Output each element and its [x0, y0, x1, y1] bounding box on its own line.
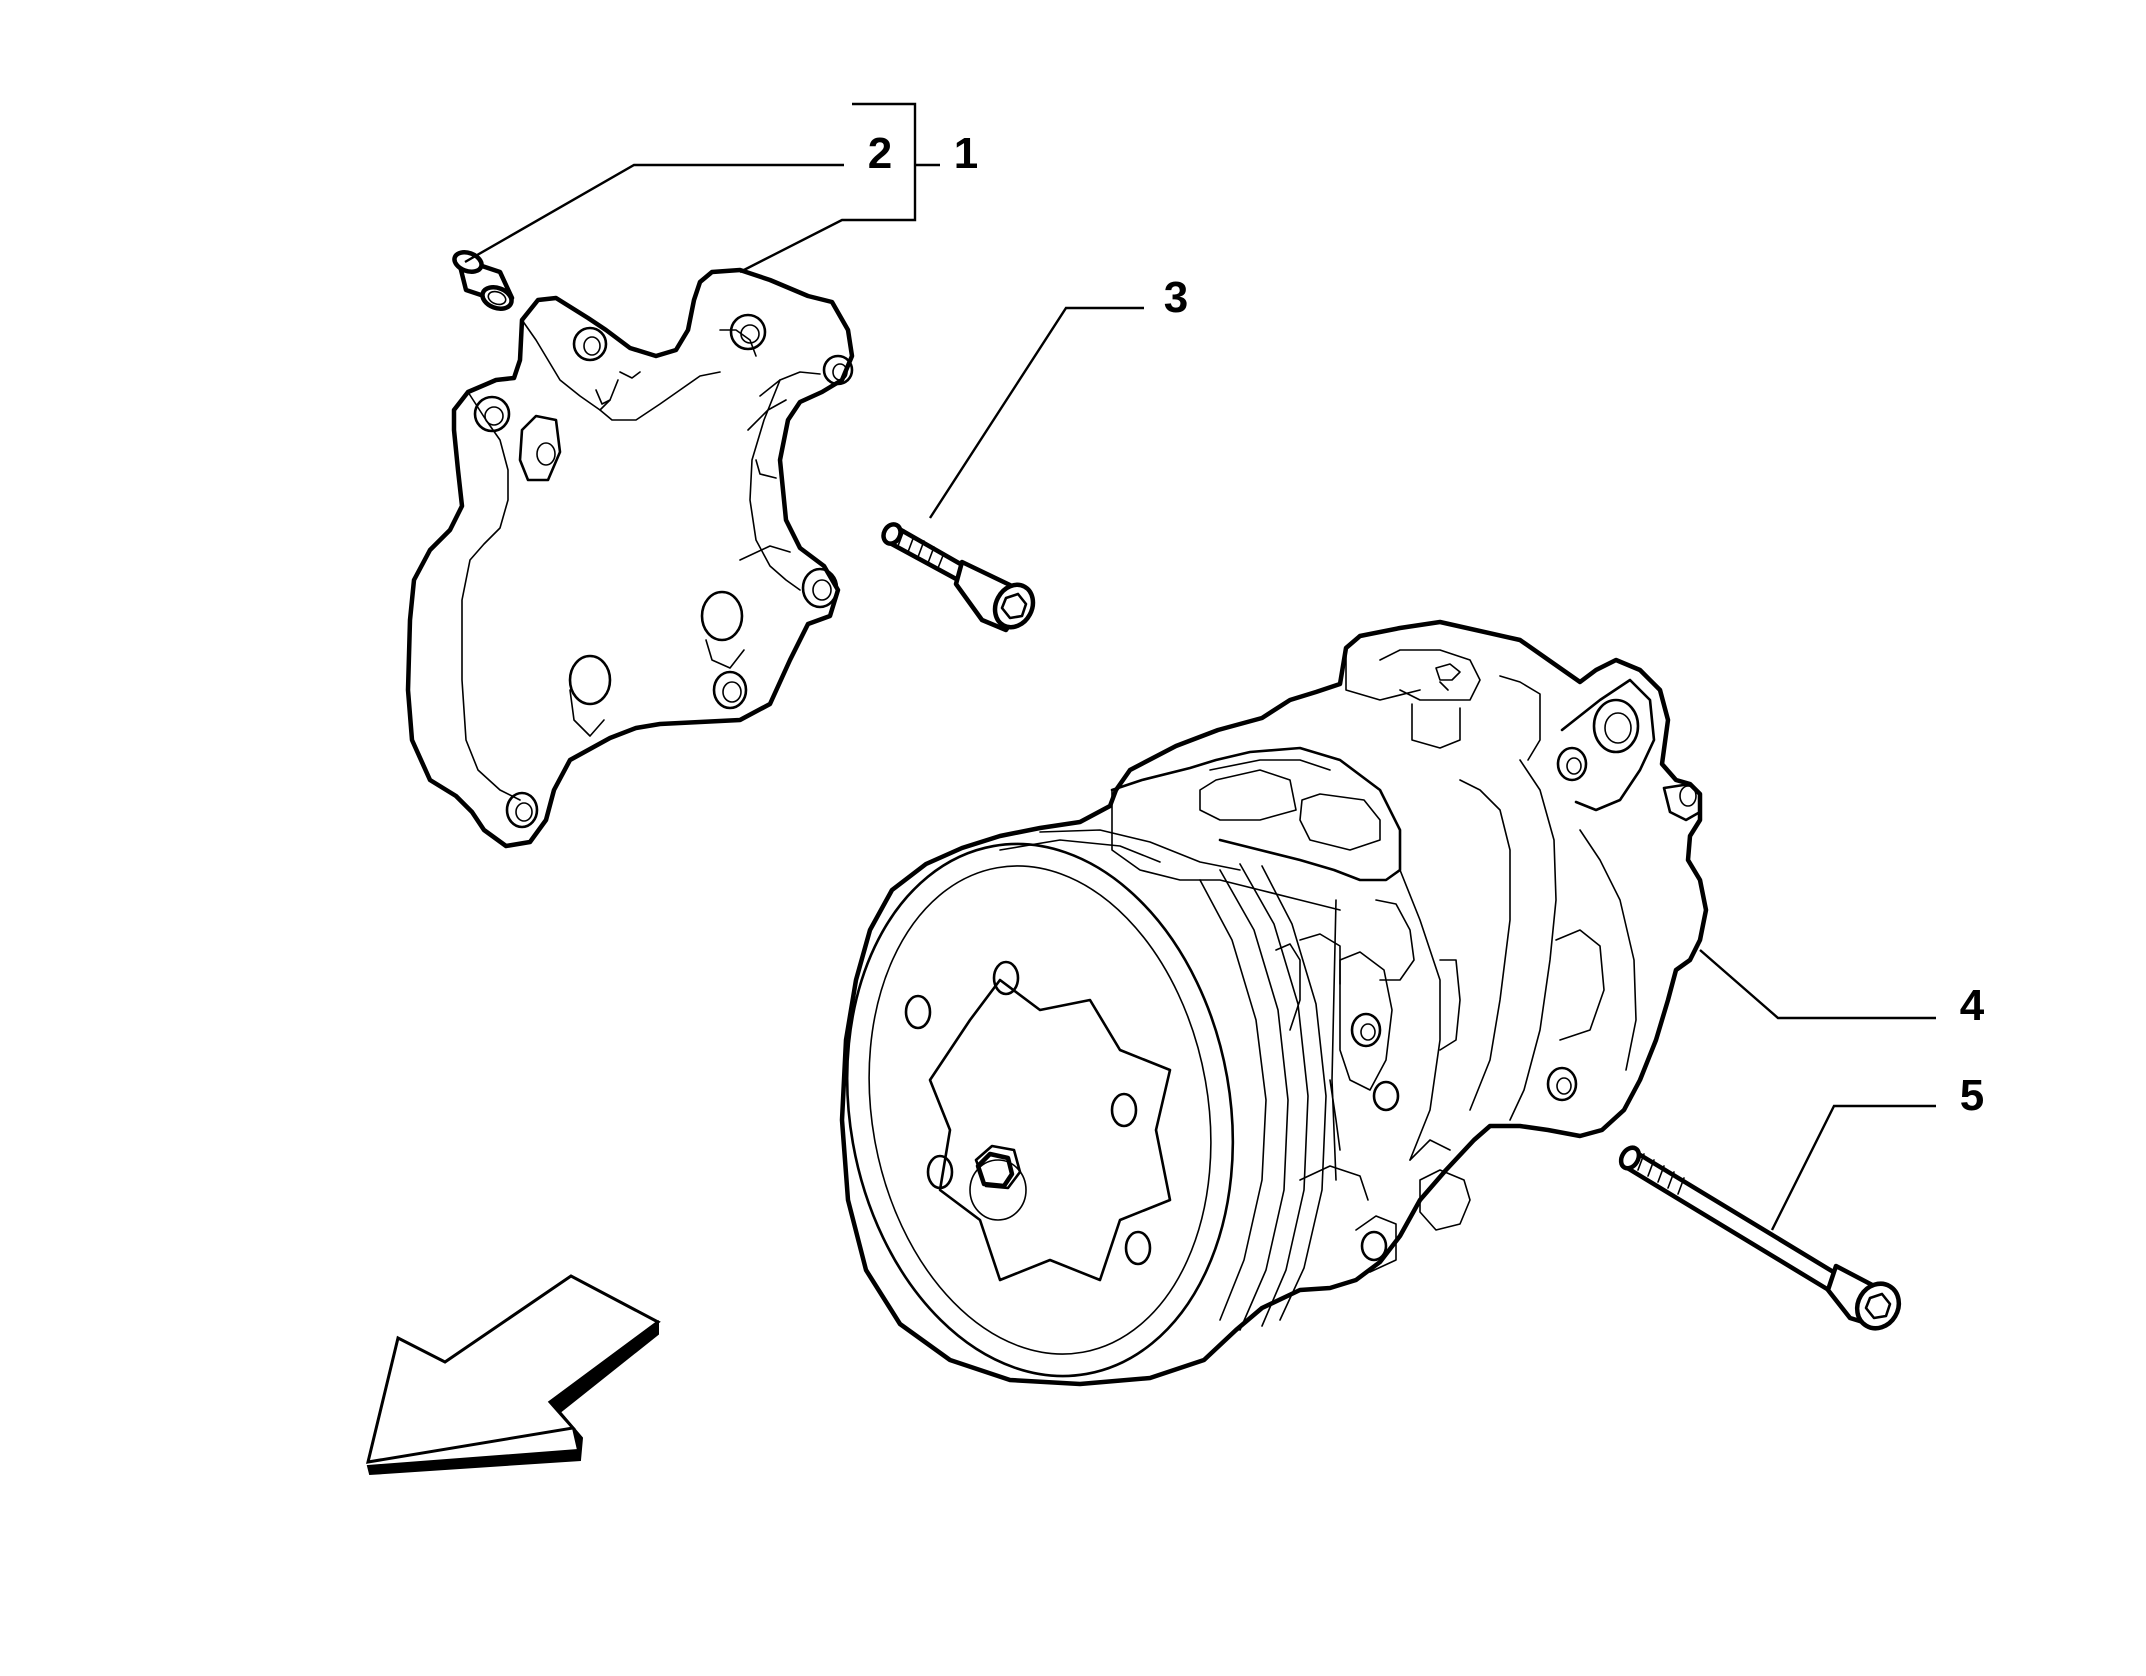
- compressor-body: [1275, 759, 1637, 1273]
- callout-5: 5: [1960, 1071, 1984, 1120]
- callout-labels: 2 1 3 4 5: [868, 129, 1985, 1120]
- bracket-hole: [518, 414, 562, 482]
- bracket-hole: [572, 326, 608, 362]
- compressor-bolt-part: [1618, 1145, 1902, 1331]
- mounting-bracket-part: [405, 267, 855, 849]
- bushing-part: [452, 250, 515, 311]
- bracket-hole: [700, 590, 745, 669]
- bracket-bolt-part: [881, 522, 1036, 633]
- bracket-hole: [568, 654, 612, 737]
- clutch-hub: [904, 960, 1172, 1282]
- callout-4: 4: [1960, 981, 1985, 1030]
- ac-compressor-part: [839, 619, 1709, 1387]
- callout-2: 2: [868, 129, 892, 178]
- front-direction-arrow-icon: [366, 1274, 661, 1476]
- bracket-hole: [505, 791, 539, 829]
- pulley: [845, 829, 1327, 1378]
- leader-lines: [464, 102, 1936, 1231]
- bracket-hole: [822, 354, 854, 386]
- bracket-hole: [801, 567, 839, 609]
- rear-flange: [1546, 678, 1702, 1102]
- bracket-hole: [712, 670, 748, 710]
- bracket-hole: [729, 313, 767, 351]
- compressor-top-housing: [1110, 647, 1541, 911]
- bracket-hole: [473, 395, 511, 433]
- callout-3: 3: [1164, 273, 1188, 322]
- callout-1: 1: [954, 129, 978, 178]
